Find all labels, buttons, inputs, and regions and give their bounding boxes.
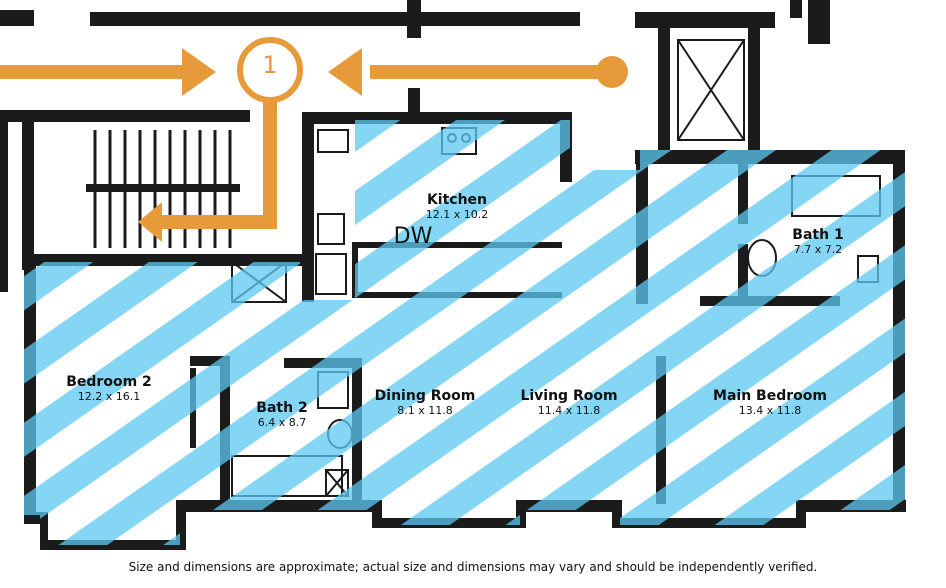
room-label-bath-2: Bath 2 6.4 x 8.7	[256, 400, 307, 430]
room-label-kitchen: Kitchen 12.1 x 10.2	[426, 192, 489, 222]
room-dims: 11.4 x 11.8	[537, 404, 601, 417]
room-name: Bedroom 2	[66, 374, 152, 390]
room-name: Bath 1	[792, 227, 844, 243]
elevator-icon	[677, 39, 745, 141]
entry-marker	[237, 37, 303, 103]
room-dims: 12.1 x 10.2	[425, 208, 489, 221]
room-dims: 13.4 x 11.8	[738, 404, 802, 417]
room-dims: 7.7 x 7.2	[793, 243, 843, 256]
room-label-main-bedroom: Main Bedroom 13.4 x 11.8	[713, 388, 827, 418]
room-name: Bath 2	[256, 400, 308, 416]
room-label-bedroom-2: Bedroom 2 12.2 x 16.1	[66, 374, 152, 404]
room-name: Kitchen	[426, 192, 488, 208]
disclaimer-text: Size and dimensions are approximate; act…	[128, 560, 818, 574]
room-label-bath-1: Bath 1 7.7 x 7.2	[792, 227, 843, 257]
entry-arrows	[0, 65, 610, 229]
room-label-dining-room: Dining Room 8.1 x 11.8	[375, 388, 476, 418]
entry-number: 1	[262, 51, 278, 79]
unit-highlight	[24, 120, 905, 545]
room-name: Dining Room	[374, 388, 476, 404]
room-label-living-room: Living Room 11.4 x 11.8	[520, 388, 617, 418]
room-dims: 8.1 x 11.8	[397, 404, 453, 417]
room-dims: 6.4 x 8.7	[257, 416, 307, 429]
stairs	[86, 130, 240, 248]
room-name: Living Room	[520, 388, 618, 404]
room-dims: 12.2 x 16.1	[77, 390, 141, 403]
room-name: Main Bedroom	[713, 388, 827, 404]
dishwasher-label: DW	[393, 224, 433, 249]
arrowheads	[138, 48, 628, 242]
